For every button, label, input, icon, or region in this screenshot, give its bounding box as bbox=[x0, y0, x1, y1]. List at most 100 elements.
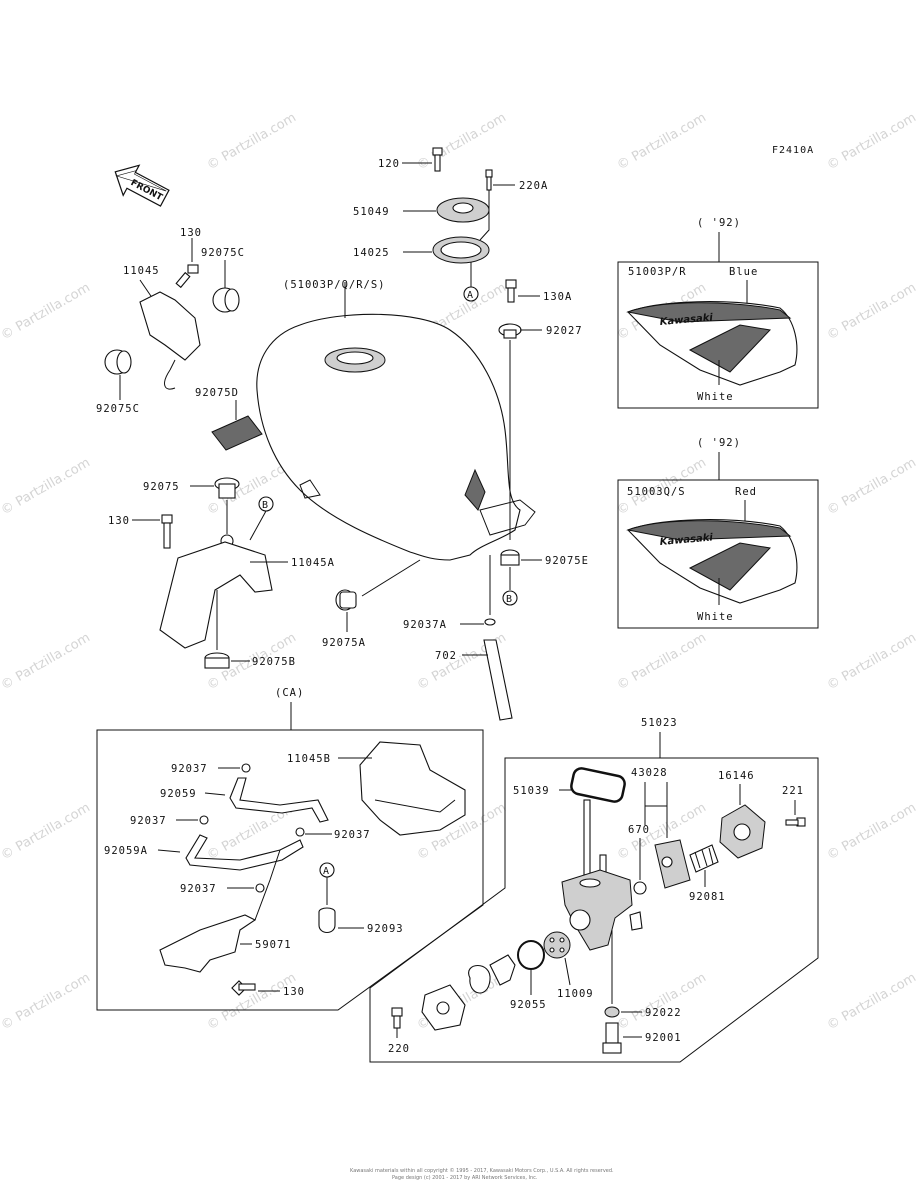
bracket-11045a-group: 92075 130 B 11045A 92075B bbox=[108, 477, 335, 669]
ref-b2: B bbox=[506, 594, 513, 605]
label-92075e: 92075E bbox=[545, 555, 589, 567]
figure-code: F2410A bbox=[772, 145, 814, 156]
watermark: © Partzilla.com bbox=[0, 970, 93, 1033]
watermark: © Partzilla.com bbox=[825, 110, 917, 173]
variant-2-color-bottom: White bbox=[697, 611, 734, 623]
plate-11009 bbox=[543, 931, 571, 959]
bracket-11045b bbox=[359, 741, 466, 836]
lever-seal bbox=[489, 954, 516, 986]
valve-lever bbox=[569, 909, 591, 931]
stand-pipe bbox=[583, 799, 591, 876]
fuel-valve-box: 51023 51039 43028 670 16146 92081 221 bbox=[369, 717, 819, 1063]
ref-b2-circle bbox=[502, 590, 518, 606]
fuel-tank: (51003P/Q/R/S) bbox=[256, 279, 536, 561]
label-92037a: 92037A bbox=[403, 619, 447, 631]
label-59071: 59071 bbox=[255, 939, 292, 951]
gasket-a bbox=[468, 965, 491, 994]
label-130a: 130A bbox=[543, 291, 572, 303]
variant-1-brand: Kawasaki bbox=[659, 312, 714, 328]
label-92001: 92001 bbox=[645, 1032, 682, 1044]
watermark: © Partzilla.com bbox=[825, 280, 917, 343]
hose-92059 bbox=[229, 777, 329, 823]
variant-box-1: ( '92) 51003P/R Blue Kawasaki White bbox=[617, 217, 819, 409]
copyright-line-2: Page design (c) 2001 - 2017 by ARI Netwo… bbox=[392, 1175, 538, 1181]
ca-box: (CA) 11045B 92037 92059 92037 92037 9205… bbox=[96, 687, 484, 1011]
bracket-11045a bbox=[159, 541, 273, 649]
label-220: 220 bbox=[388, 1043, 410, 1055]
watermark: © Partzilla.com bbox=[0, 800, 93, 863]
pad-92075d-group: 92075D bbox=[195, 387, 263, 451]
ca-label: (CA) bbox=[275, 687, 304, 699]
watermark: © Partzilla.com bbox=[415, 110, 509, 173]
bracket-59071 bbox=[159, 914, 257, 973]
label-92055: 92055 bbox=[510, 999, 547, 1011]
variant-2-color-top: Red bbox=[735, 486, 757, 498]
spring-92081 bbox=[689, 844, 719, 873]
hose-702 bbox=[483, 639, 513, 721]
front-arrow-icon: FRONT bbox=[114, 164, 170, 207]
bolt-120 bbox=[432, 147, 443, 156]
watermark: © Partzilla.com bbox=[0, 455, 93, 518]
watermark: © Partzilla.com bbox=[0, 630, 93, 693]
label-130-top: 130 bbox=[180, 227, 202, 239]
label-51003: (51003P/Q/R/S) bbox=[283, 279, 386, 291]
label-670: 670 bbox=[628, 824, 650, 836]
label-11045a: 11045A bbox=[291, 557, 335, 569]
variant-box-2: ( '92) 51003Q/S Red Kawasaki White bbox=[617, 437, 819, 629]
ref-a: A bbox=[467, 290, 474, 301]
oring-670 bbox=[633, 881, 647, 895]
hose-92059a bbox=[185, 834, 304, 871]
gasket-51039 bbox=[570, 767, 626, 803]
label-14025: 14025 bbox=[353, 247, 390, 259]
label-92037-1: 92037 bbox=[171, 763, 208, 775]
pad-92075d bbox=[211, 415, 263, 451]
watermark: © Partzilla.com bbox=[0, 280, 93, 343]
ref-a2: A bbox=[323, 866, 330, 877]
screw-220 bbox=[391, 1007, 403, 1017]
watermark: © Partzilla.com bbox=[825, 970, 917, 1033]
label-92059a: 92059A bbox=[104, 845, 148, 857]
bolt-130a-group: 130A 92027 bbox=[498, 279, 583, 540]
label-51023: 51023 bbox=[641, 717, 678, 729]
label-92075d: 92075D bbox=[195, 387, 239, 399]
label-11045: 11045 bbox=[123, 265, 160, 277]
watermark: © Partzilla.com bbox=[615, 630, 709, 693]
label-92093: 92093 bbox=[367, 923, 404, 935]
fuel-cap-group: 120 220A 51049 14025 A bbox=[353, 147, 547, 302]
watermark: © Partzilla.com bbox=[205, 110, 299, 173]
watermark: © Partzilla.com bbox=[615, 110, 709, 173]
bolt-92001 bbox=[605, 1022, 619, 1044]
label-51049: 51049 bbox=[353, 206, 390, 218]
label-130-ca: 130 bbox=[283, 986, 305, 998]
label-92059: 92059 bbox=[160, 788, 197, 800]
label-92027: 92027 bbox=[546, 325, 583, 337]
variant-2-brand: Kawasaki bbox=[659, 532, 714, 548]
bracket-11045-group: 130 92075C 11045 92075C bbox=[96, 227, 245, 415]
label-92037-3: 92037 bbox=[334, 829, 371, 841]
label-130-mid: 130 bbox=[108, 515, 130, 527]
label-92075a: 92075A bbox=[322, 637, 366, 649]
label-702: 702 bbox=[435, 650, 457, 662]
bolt-220a bbox=[485, 169, 493, 178]
variant-2-part: 51003Q/S bbox=[627, 486, 686, 498]
clamp-92037a bbox=[484, 618, 496, 626]
diaphragm-43028 bbox=[654, 839, 691, 889]
washer-92022 bbox=[604, 1006, 620, 1018]
variant-1-color-top: Blue bbox=[729, 266, 758, 278]
watermark: © Partzilla.com bbox=[825, 455, 917, 518]
ref-b: B bbox=[262, 500, 269, 511]
label-43028: 43028 bbox=[631, 767, 668, 779]
label-120: 120 bbox=[378, 158, 400, 170]
watermark: © Partzilla.com bbox=[825, 800, 917, 863]
variant-1-color-bottom: White bbox=[697, 391, 734, 403]
tank-lower-parts: 92075A 92075E B 92037A 702 bbox=[322, 549, 589, 721]
label-92075c-top: 92075C bbox=[201, 247, 245, 259]
copyright-line-1: Kawasaki materials within all copyright … bbox=[350, 1167, 614, 1174]
label-51039: 51039 bbox=[513, 785, 550, 797]
watermark: © Partzilla.com bbox=[205, 970, 299, 1033]
label-92081: 92081 bbox=[689, 891, 726, 903]
variant-2-year: ( '92) bbox=[697, 437, 741, 449]
label-16146: 16146 bbox=[718, 770, 755, 782]
label-92022: 92022 bbox=[645, 1007, 682, 1019]
